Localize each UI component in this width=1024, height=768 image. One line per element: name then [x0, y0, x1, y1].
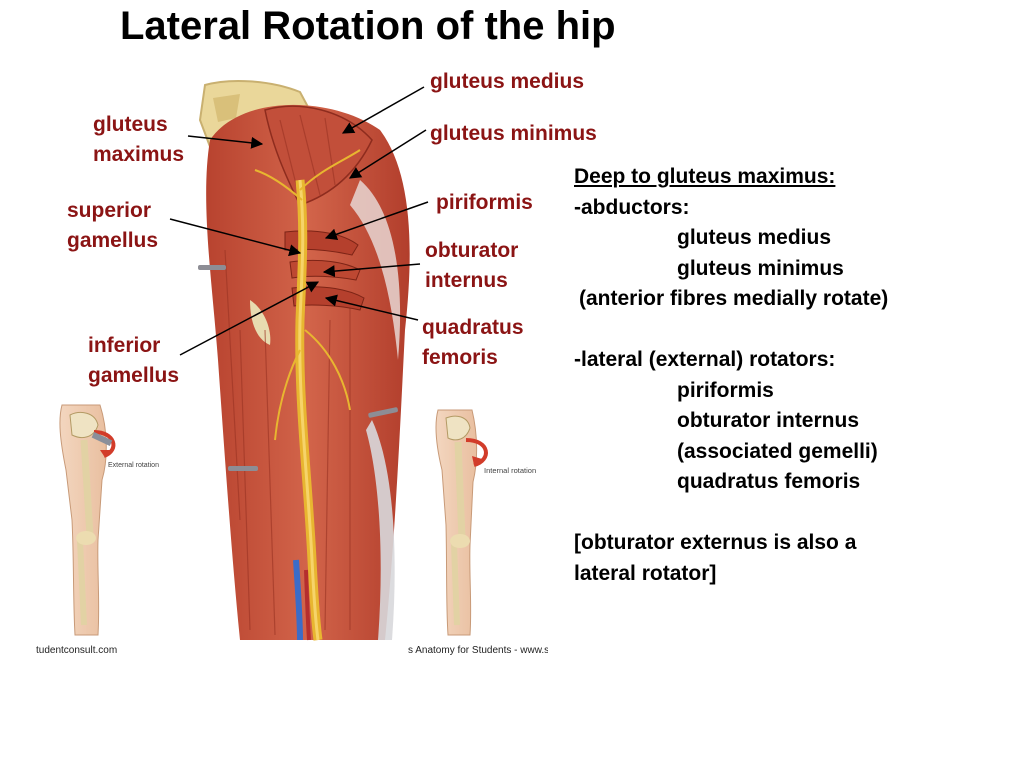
arrow-inferior-gamellus	[179, 281, 320, 356]
footnote-line: lateral rotator]	[574, 561, 717, 585]
label-line: maximus	[93, 143, 185, 166]
posterior-thigh-dissection	[198, 79, 410, 641]
rotators-title: -lateral (external) rotators:	[574, 348, 836, 371]
rotator-item: quadratus femoris	[677, 470, 861, 493]
label-line: femoris	[422, 346, 498, 369]
abductor-item: gluteus medius	[677, 226, 832, 249]
notes-panel: Deep to gluteus maximus: -abductors: glu…	[574, 162, 1014, 589]
label-gluteus-maximus: gluteus maximus	[93, 110, 184, 170]
leader-lines	[169, 86, 429, 356]
label-line: internus	[425, 269, 508, 292]
rotator-item: piriformis	[677, 378, 774, 402]
label-quadratus-femoris: quadratus femoris	[422, 313, 524, 373]
page-title: Lateral Rotation of the hip	[120, 4, 616, 48]
label-line: inferior	[88, 334, 161, 357]
image-credit-right: s Anatomy for Students - www.s	[408, 645, 548, 656]
arrow-quadratus-femoris	[324, 294, 419, 321]
label-line: gamellus	[88, 364, 180, 387]
notes-heading: Deep to gluteus maximus:	[574, 165, 836, 188]
label-gluteus-minimus: gluteus minimus	[430, 122, 597, 145]
label-line: quadratus	[422, 316, 524, 339]
label-line: superior	[67, 199, 152, 222]
abductor-item: gluteus minimus	[677, 256, 844, 280]
label-line: gamellus	[67, 229, 159, 252]
label-line: obturator	[425, 239, 519, 262]
label-inferior-gamellus: inferior gamellus	[88, 331, 179, 391]
label-line: gluteus	[93, 113, 168, 136]
label-gluteus-medius: gluteus medius	[430, 70, 585, 93]
arrow-gluteus-maximus	[187, 135, 264, 149]
abductors-title: -abductors:	[574, 195, 690, 219]
arrow-obturator-internus	[322, 263, 421, 278]
inset-internal-rotation	[425, 405, 560, 640]
arrow-gluteus-minimus	[348, 129, 427, 179]
rotator-item: obturator internus	[677, 409, 859, 432]
arrow-superior-gamellus	[169, 218, 302, 257]
image-credit-left: tudentconsult.com	[36, 645, 118, 656]
footnote-line: [obturator externus is also a	[574, 531, 857, 554]
rotator-item: (associated gemelli)	[677, 439, 878, 463]
label-superior-gamellus: superior gamellus	[67, 196, 158, 256]
inset-left-caption: External rotation	[108, 462, 159, 469]
label-piriformis: piriformis	[436, 191, 533, 214]
arrow-piriformis	[324, 201, 429, 241]
arrow-gluteus-medius	[341, 86, 425, 134]
inset-external-rotation	[40, 400, 205, 640]
label-obturator-internus: obturator internus	[425, 236, 518, 296]
abductors-note: (anterior fibres medially rotate)	[579, 287, 889, 310]
inset-right-caption: Internal rotation	[484, 466, 536, 475]
